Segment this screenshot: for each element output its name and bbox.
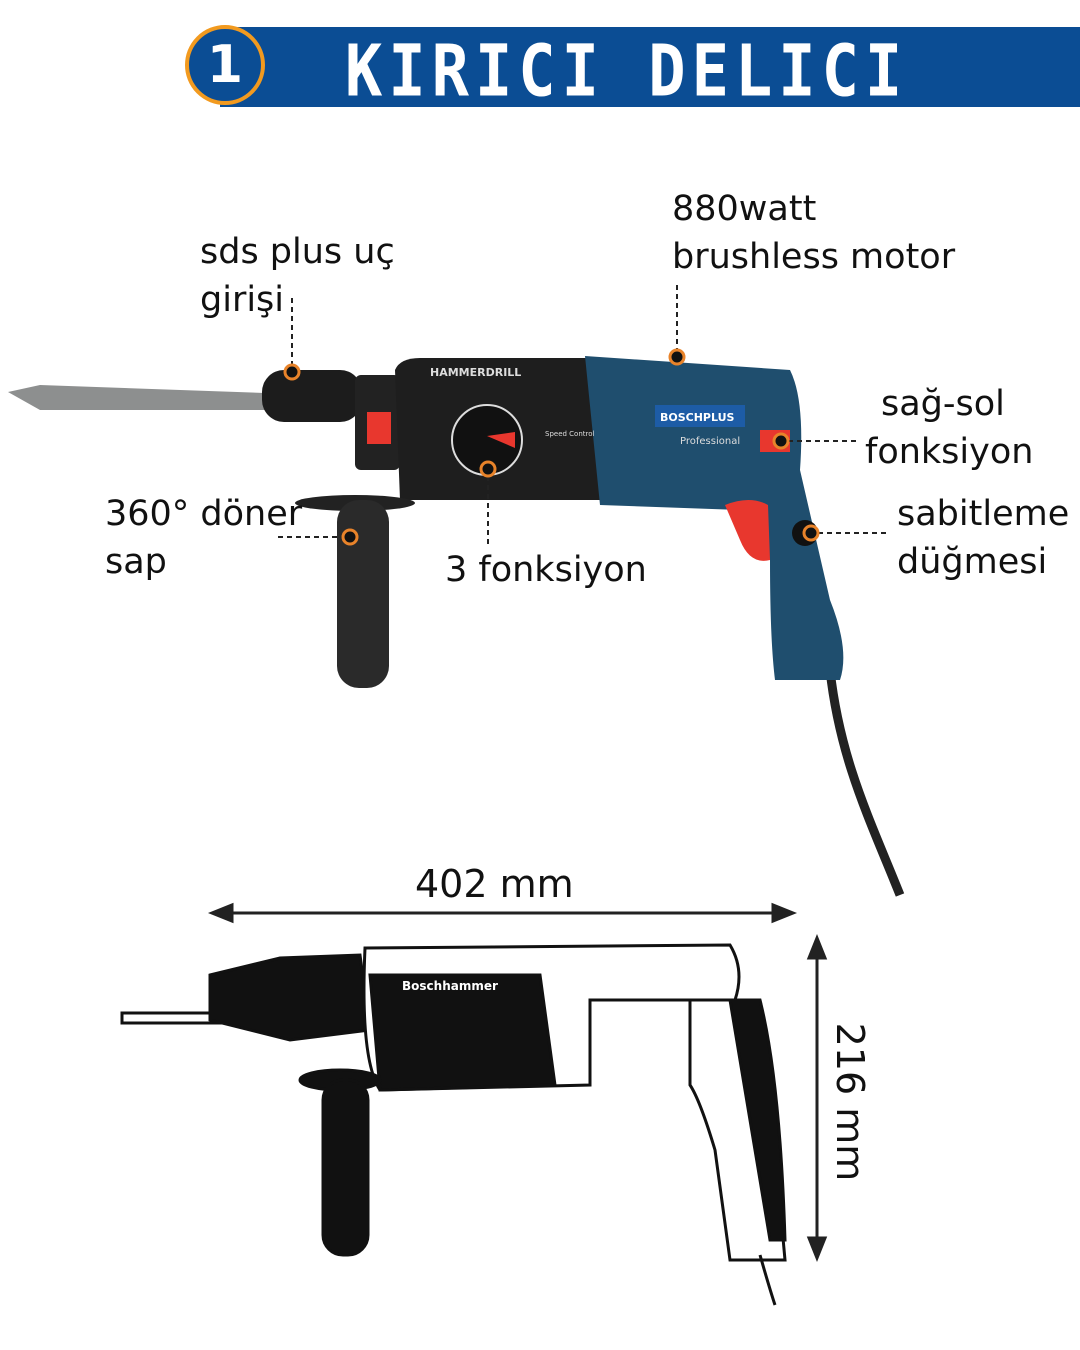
callout-motor-line1: 880watt <box>672 189 817 229</box>
callout-sds-line2: girişi <box>200 280 285 320</box>
banner-bar <box>220 27 1080 107</box>
dimension-arrows <box>207 902 828 1263</box>
height-dimension: 216 mm <box>828 1022 872 1182</box>
drill-photo: BOSCHPLUS Professional HAMMERDRILL Speed… <box>8 356 905 897</box>
callout-modes: 3 fonksiyon <box>445 546 647 594</box>
callout-direction-line2: fonksiyon <box>865 432 1034 472</box>
callout-lock-line2: düğmesi <box>897 542 1048 582</box>
callout-handle: 360° döner sap <box>105 490 302 586</box>
callout-modes-line1: 3 fonksiyon <box>445 550 647 590</box>
drawing-brand-text: Boschhammer <box>402 979 498 993</box>
callout-handle-line1: 360° döner <box>105 494 303 534</box>
title-banner: 1 KIRICI DELICI MATKAP <box>180 25 1080 197</box>
callout-lock: sabitleme düğmesi <box>897 490 1069 586</box>
page-title: KIRICI DELICI MATKAP <box>345 29 909 197</box>
drill-line-drawing: Boschhammer <box>120 943 787 1306</box>
chisel-bit <box>8 385 265 410</box>
callout-lock-line1: sabitleme <box>897 494 1070 534</box>
side-handle <box>337 500 389 688</box>
callout-dots <box>283 348 820 546</box>
callout-sds: sds plus uç girişi <box>200 228 395 324</box>
callout-handle-line2: sap <box>105 542 167 582</box>
callout-direction: sağ-sol fonksiyon <box>865 380 1033 476</box>
brand-text: BOSCHPLUS <box>660 411 735 424</box>
callout-direction-line1: sağ-sol <box>881 384 1005 424</box>
motor-housing <box>585 356 844 680</box>
callout-sds-line1: sds plus uç <box>200 232 395 272</box>
callout-motor: 880watt brushless motor <box>672 185 955 281</box>
series-text: Professional <box>680 436 740 447</box>
length-dimension: 402 mm <box>415 862 574 906</box>
callout-motor-line2: brushless motor <box>672 237 956 277</box>
sds-chuck <box>262 370 362 422</box>
trigger <box>725 500 770 561</box>
hammerdrill-text: HAMMERDRILL <box>430 366 521 379</box>
number-badge: 1 <box>185 25 265 105</box>
callout-lines <box>278 285 888 545</box>
speed-text: Speed Control <box>545 430 595 438</box>
